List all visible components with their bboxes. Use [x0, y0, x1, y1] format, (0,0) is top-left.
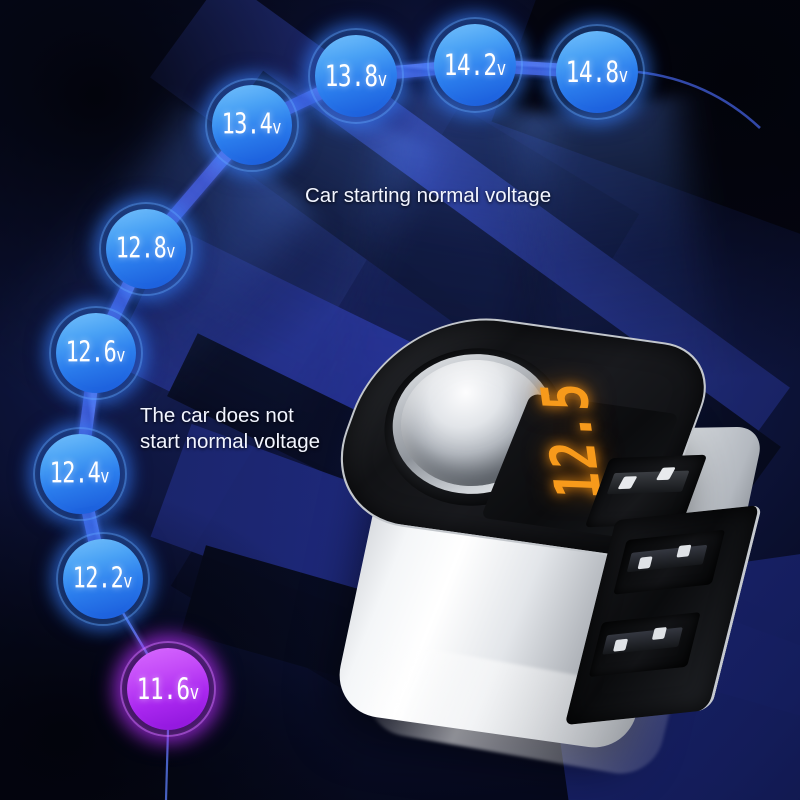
- voltage-bubble-ring: [33, 427, 127, 521]
- voltage-bubble-ring: [120, 641, 216, 737]
- voltage-bubble-ring: [99, 202, 193, 296]
- voltage-number: 12.6: [66, 337, 117, 369]
- voltage-bubble-value: 12.6v: [66, 337, 126, 369]
- voltage-number: 13.4: [222, 109, 273, 141]
- voltage-bubble-value: 13.8v: [325, 59, 388, 93]
- voltage-bubble-value: 12.8v: [116, 233, 176, 265]
- voltage-bubble-value: 11.6v: [137, 672, 200, 706]
- voltage-number: 12.2: [73, 563, 124, 595]
- usb-tongue: [606, 470, 690, 495]
- voltage-bubble-14-2: 14.2v: [427, 17, 523, 113]
- voltage-bubble-ring: [427, 17, 523, 113]
- voltage-bubble-12-4: 12.4v: [33, 427, 127, 521]
- label-car-starting-normal-voltage: Car starting normal voltage: [305, 184, 552, 207]
- voltage-number: 14.2: [443, 47, 497, 83]
- voltage-unit: v: [189, 679, 200, 704]
- voltage-bubble-12-6: 12.6v: [49, 306, 143, 400]
- voltage-number: 11.6: [136, 671, 190, 707]
- voltage-bubble-ring: [205, 78, 299, 172]
- voltage-number: 13.8: [324, 58, 378, 94]
- voltage-bubble-13-4: 13.4v: [205, 78, 299, 172]
- voltage-number: 14.8: [565, 54, 619, 90]
- voltage-bubble-value: 12.2v: [73, 563, 133, 595]
- voltage-bubble-12-8: 12.8v: [99, 202, 193, 296]
- voltage-bubble-12-2: 12.2v: [56, 532, 150, 626]
- label-car-does-not-start-normal-voltage: The car does not start normal voltage: [140, 403, 320, 454]
- label-line-2: start normal voltage: [140, 429, 321, 453]
- voltage-bubble-value: 14.2v: [444, 48, 507, 82]
- voltage-unit: v: [100, 464, 110, 488]
- voltage-unit: v: [116, 343, 126, 367]
- voltage-number: 12.4: [50, 458, 101, 490]
- usb-port-front-lower: [588, 612, 701, 678]
- voltage-bubble-value: 14.8v: [566, 55, 629, 89]
- voltage-bubble-ring: [308, 28, 404, 124]
- voltage-bubble-value: 13.4v: [222, 109, 282, 141]
- label-line-1: The car does not: [140, 404, 294, 427]
- voltage-unit: v: [272, 115, 282, 139]
- voltage-bubble-11-6: 11.6v: [120, 641, 216, 737]
- voltage-bubble-ring: [49, 306, 143, 400]
- voltage-unit: v: [618, 62, 629, 87]
- voltage-unit: v: [496, 55, 507, 80]
- product-image: 12.5: [315, 304, 800, 785]
- usb-port-front-upper: [613, 529, 726, 595]
- voltage-bubble-ring: [56, 532, 150, 626]
- voltage-unit: v: [377, 66, 388, 91]
- voltage-unit: v: [123, 569, 133, 593]
- voltage-bubble-13-8: 13.8v: [308, 28, 404, 124]
- voltage-unit: v: [166, 239, 176, 263]
- voltage-bubble-ring: [549, 24, 645, 120]
- voltage-bubble-value: 12.4v: [50, 458, 110, 490]
- voltage-bubble-14-8: 14.8v: [549, 24, 645, 120]
- voltage-number: 12.8: [116, 233, 167, 265]
